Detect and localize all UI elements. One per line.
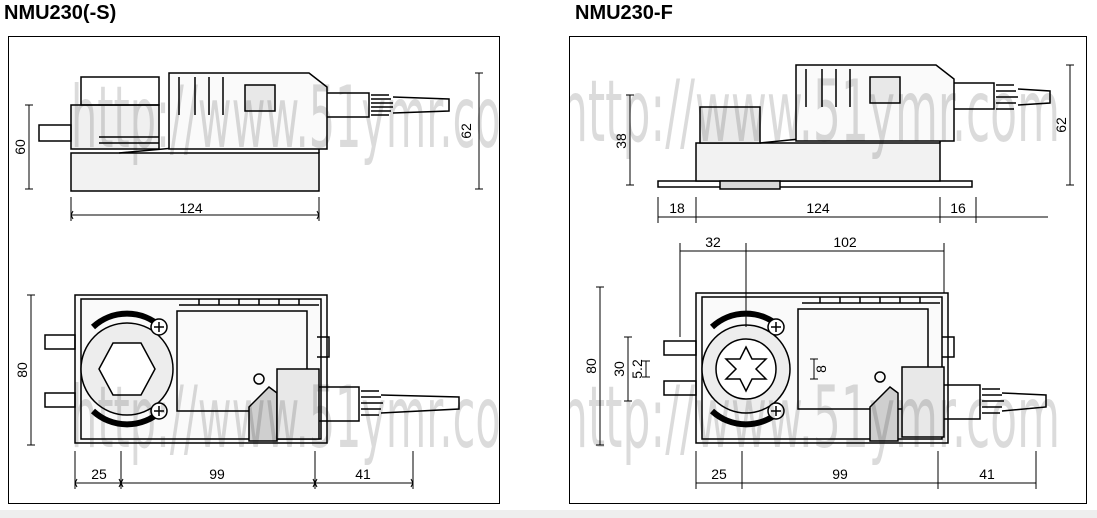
side-f-base xyxy=(695,142,941,182)
watermark-right-2: http://www.51ymr.com xyxy=(570,368,1060,468)
dim-right-top-c: 41 xyxy=(979,466,995,482)
dim-right-top-w1: 30 xyxy=(611,361,627,377)
dim-right-side-c: 16 xyxy=(950,200,966,216)
bottom-strip xyxy=(0,510,1097,518)
dim-right-top-a: 25 xyxy=(711,466,727,482)
panel-nmu230-s: 60 62 124 80 xyxy=(8,36,501,504)
side-cable xyxy=(327,92,370,118)
top-shaft-hex xyxy=(98,342,156,396)
dim-left-top-width: 80 xyxy=(14,362,30,378)
dim-right-top-t2: 102 xyxy=(833,234,857,250)
dim-left-side-total-height: 62 xyxy=(458,123,474,139)
dim-right-side-a: 18 xyxy=(669,200,685,216)
drawing-nmu230-f: 38 62 18 124 16 xyxy=(570,62,1074,489)
dim-right-top-b: 99 xyxy=(832,466,848,482)
side-connector xyxy=(244,84,276,112)
top-connector xyxy=(276,368,320,440)
dim-right-top-t1: 32 xyxy=(705,234,721,250)
watermark-right-1: http://www.51ymr.com xyxy=(570,62,1060,162)
dim-left-side-height: 60 xyxy=(12,139,28,155)
top-f-star xyxy=(724,345,768,393)
dim-right-top-w3: 8 xyxy=(813,365,829,373)
dim-right-top-w2: 5.2 xyxy=(629,359,645,379)
side-f-adapter xyxy=(699,106,761,144)
side-f-flange xyxy=(657,180,973,188)
title-right: NMU230-F xyxy=(575,2,673,24)
dim-right-top-width: 80 xyxy=(583,358,599,374)
dim-left-side-length: 124 xyxy=(179,200,203,216)
dim-right-side-length: 124 xyxy=(806,200,830,216)
side-base xyxy=(70,152,320,192)
dim-left-top-b: 99 xyxy=(209,466,225,482)
dim-left-top-a: 25 xyxy=(91,466,107,482)
dim-left-top-c: 41 xyxy=(355,466,371,482)
panel-nmu230-f: 38 62 18 124 16 xyxy=(569,36,1087,504)
drawing-nmu230-s: 60 62 124 80 xyxy=(12,68,501,489)
dim-right-side-height: 38 xyxy=(613,133,629,149)
dim-right-side-total-height: 62 xyxy=(1053,117,1069,133)
title-left: NMU230(-S) xyxy=(4,2,117,24)
watermark-left-1: http://www.51ymr.com xyxy=(71,68,501,168)
watermark-left-2: http://www.51ymr.com xyxy=(71,368,501,468)
